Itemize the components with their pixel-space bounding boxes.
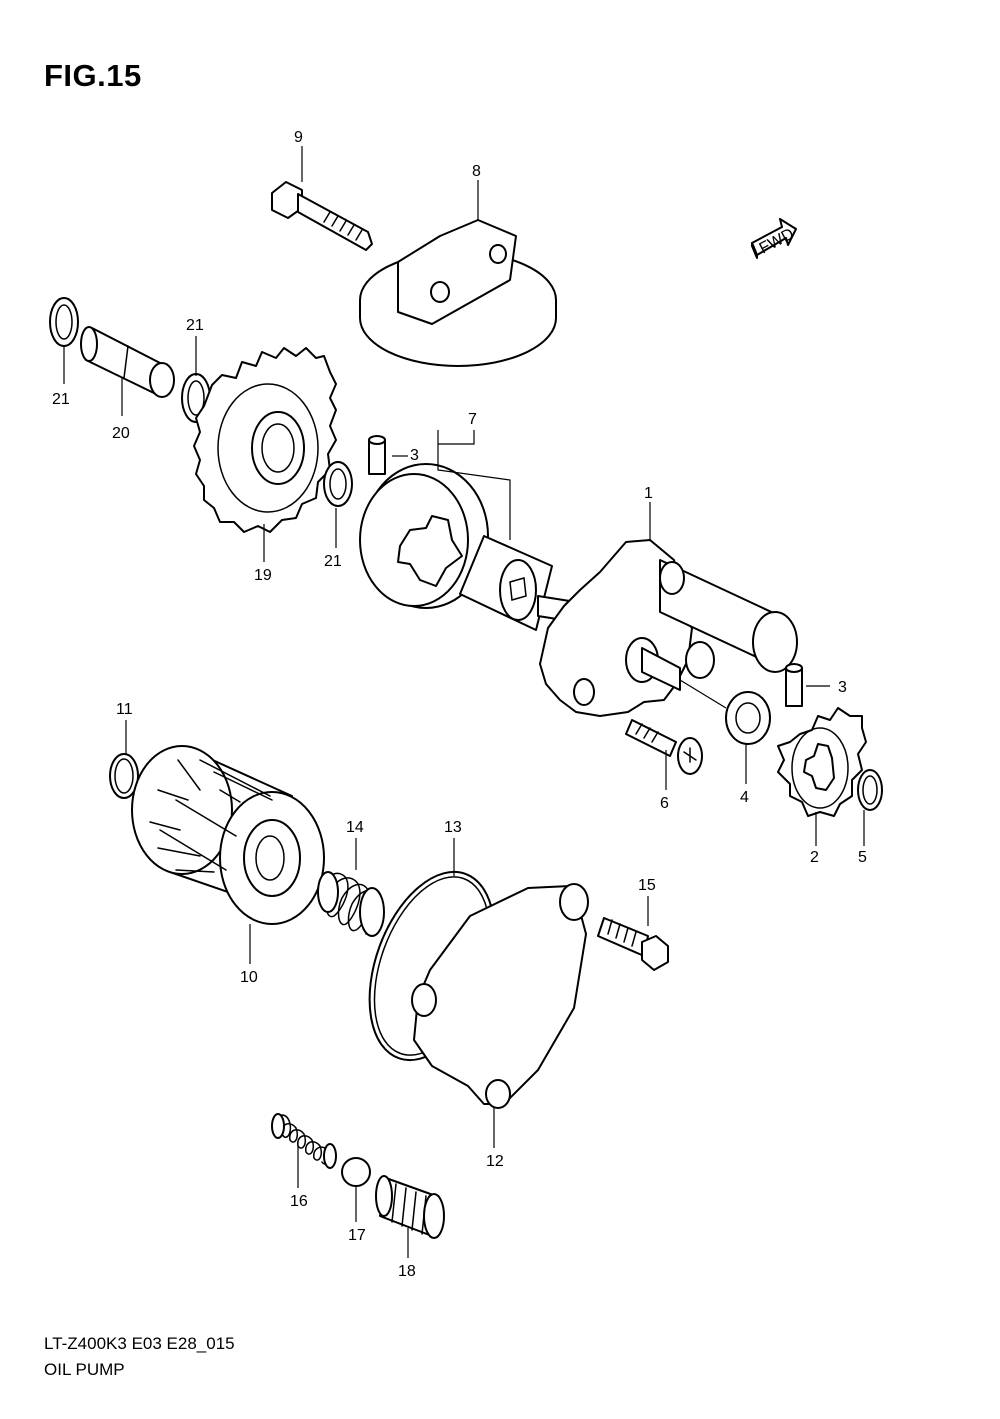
- pin-3-lower: [785, 663, 803, 707]
- oil-filter-10: [131, 745, 325, 925]
- plug-18: [375, 1175, 445, 1239]
- callout-8: 8: [472, 163, 481, 180]
- shaft-20: [80, 326, 175, 398]
- callout-3b: 3: [838, 679, 847, 696]
- screw-6: [625, 719, 703, 775]
- ball-17: [341, 1157, 371, 1187]
- callout-11: 11: [116, 701, 133, 718]
- callout-14: 14: [346, 819, 364, 836]
- model-code: LT-Z400K3 E03 E28_015: [44, 1334, 235, 1353]
- callout-19: 19: [254, 567, 272, 584]
- figure-title: FIG.15: [44, 58, 142, 93]
- callout-6: 6: [660, 795, 669, 812]
- callout-2: 2: [810, 849, 819, 866]
- callout-9: 9: [294, 129, 303, 146]
- callout-12: 12: [486, 1153, 504, 1170]
- callout-1: 1: [644, 485, 653, 502]
- section-name: OIL PUMP: [44, 1360, 125, 1379]
- callout-10: 10: [240, 969, 258, 986]
- gear-19: [193, 347, 337, 533]
- callout-20: 20: [112, 425, 130, 442]
- spring-16: [271, 1113, 337, 1169]
- leader-lines: [63, 146, 865, 1258]
- callout-3a: 3: [410, 447, 419, 464]
- callout-21b: 21: [52, 391, 70, 408]
- callout-15: 15: [638, 877, 656, 894]
- callout-13: 13: [444, 819, 462, 836]
- outer-rotor-7: [359, 463, 489, 609]
- callout-21a: 21: [186, 317, 204, 334]
- callout-7: 7: [468, 411, 477, 428]
- circlip-5: [857, 769, 883, 811]
- circlip-21-left: [49, 297, 79, 347]
- spring-14: [317, 871, 385, 937]
- callout-17: 17: [348, 1227, 366, 1244]
- oil-strainer-cap-8: [359, 219, 557, 367]
- callout-4: 4: [740, 789, 749, 806]
- callout-labels: 9 8 21 21 20 7 3 19 21 1 3 11 4 6 14 13 …: [52, 129, 867, 1280]
- inner-rotor-7: [459, 535, 553, 631]
- fwd-arrow-icon: FWD: [751, 218, 797, 259]
- callout-16: 16: [290, 1193, 308, 1210]
- o-ring-11: [109, 753, 139, 799]
- bolt-15: [597, 917, 669, 971]
- washer-4: [725, 691, 771, 745]
- pump-body-1: [537, 539, 798, 717]
- callout-21c: 21: [324, 553, 342, 570]
- pin-3-upper: [368, 435, 386, 475]
- callout-18: 18: [398, 1263, 416, 1280]
- circlip-21-right: [323, 461, 353, 507]
- bolt-9: [271, 181, 373, 251]
- filter-cover-12: [411, 883, 589, 1109]
- gear-2: [777, 707, 867, 817]
- callout-5: 5: [858, 849, 867, 866]
